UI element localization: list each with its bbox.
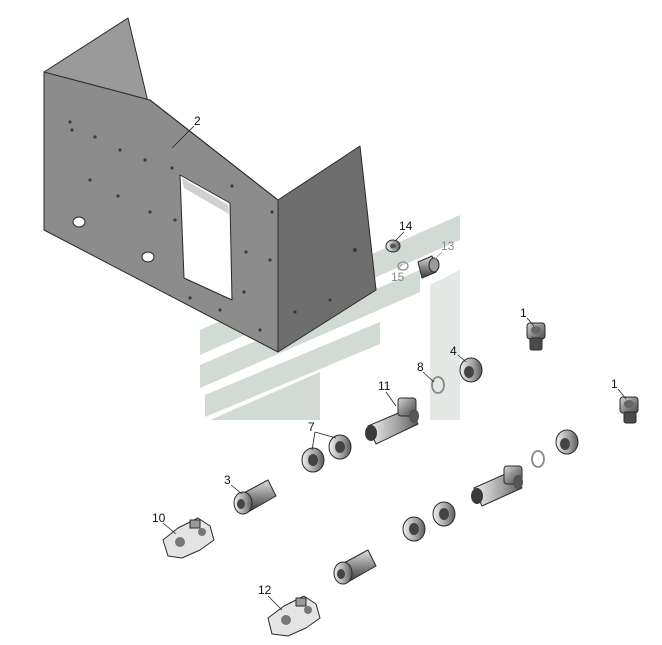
nut-part-7-upper-right: [328, 434, 352, 460]
callout-1-upper: 1: [520, 306, 527, 320]
callout-1-lower: 1: [611, 377, 618, 391]
washer-part-15: [397, 261, 409, 271]
callout-3: 3: [224, 473, 231, 487]
adapter-lower: [555, 429, 579, 455]
callout-13: 13: [441, 239, 455, 253]
callout-14: 14: [399, 219, 413, 233]
callout-7: 7: [308, 420, 315, 434]
tee-fitting-lower: [471, 465, 523, 507]
callout-8: 8: [417, 360, 424, 374]
seal-ring-part-8-upper: [431, 376, 445, 394]
adapter-part-4: [459, 357, 483, 383]
callout-4: 4: [450, 344, 457, 358]
elbow-fitting-part-1-upper: [526, 322, 546, 351]
callout-labels: 2 14 13 15 1 1 8 4 11 7 3 10 12: [152, 114, 618, 597]
tee-fitting-part-11-upper: [365, 397, 419, 445]
clamp-part-10: [162, 517, 215, 559]
callout-11: 11: [378, 379, 391, 393]
nut-part-14: [385, 239, 401, 253]
clamp-part-12: [267, 595, 321, 637]
leader-lines: [162, 125, 627, 611]
callout-15: 15: [391, 270, 405, 284]
elbow-fitting-part-1-lower: [619, 396, 639, 424]
threaded-adapter-lower: [333, 549, 377, 585]
nut-lower-right: [432, 501, 456, 527]
nut-part-7-upper-left: [301, 447, 325, 473]
callout-12: 12: [258, 583, 272, 597]
bracket-part-2: [43, 17, 377, 353]
bolt-part-13: [417, 255, 440, 279]
callout-2: 2: [194, 114, 201, 128]
nut-lower-left: [402, 516, 426, 542]
threaded-adapter-part-3: [233, 479, 277, 515]
seal-ring-lower: [531, 450, 545, 468]
callout-10: 10: [152, 511, 166, 525]
